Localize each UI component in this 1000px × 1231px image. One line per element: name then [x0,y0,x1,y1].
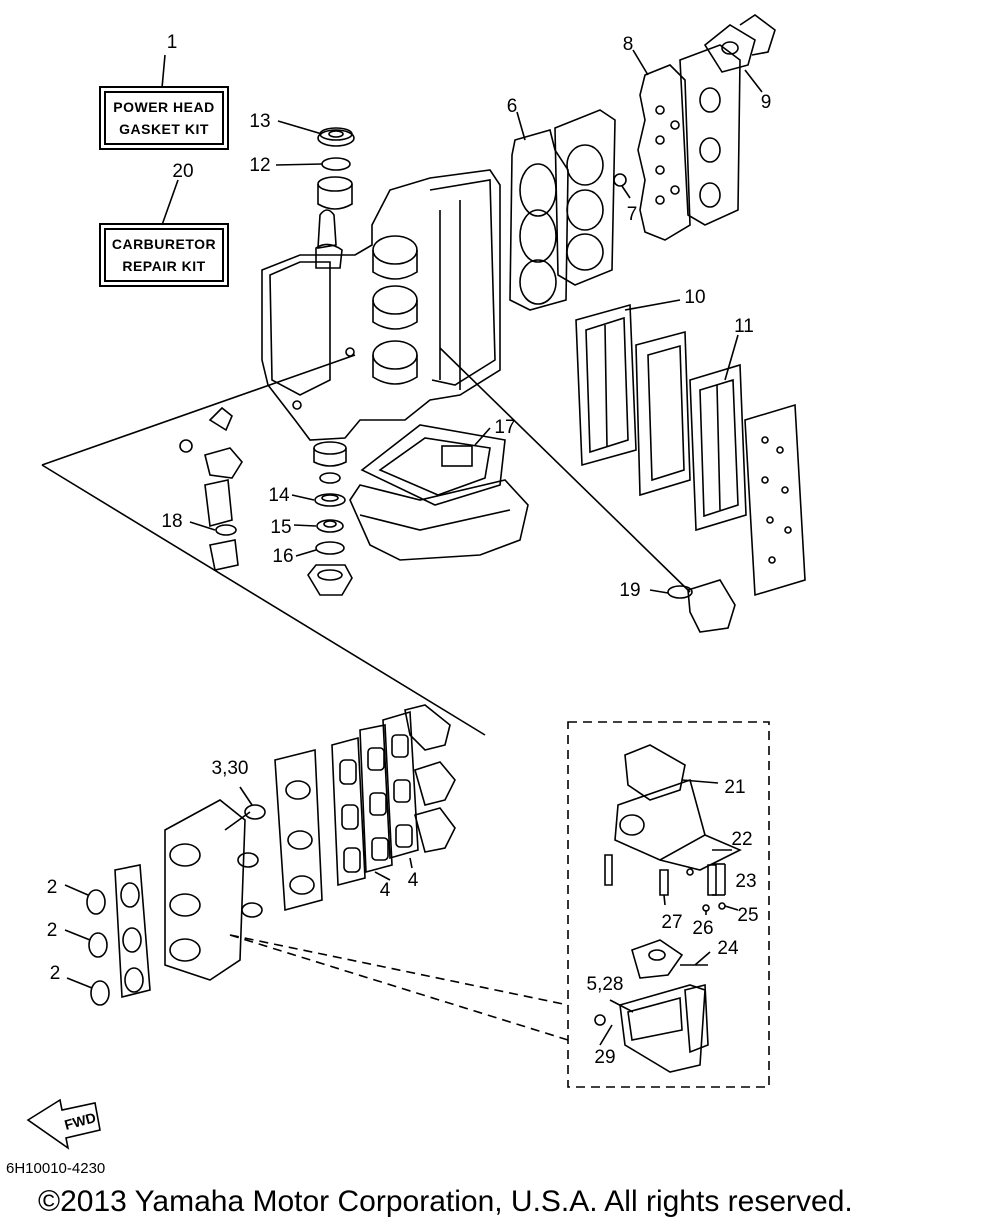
callout-14: 14 [268,485,290,506]
crankshaft-oil-seal [317,127,355,147]
lower-crank-bearing [313,441,347,467]
o-ring-2c [90,980,110,1006]
o-ring-3-30 [244,804,266,820]
callout-29: 29 [594,1047,615,1068]
callout-12: 12 [249,155,270,176]
o-ring-12 [321,157,351,171]
o-ring-2b [88,932,108,958]
kit-label-line2: REPAIR KIT [122,258,206,274]
callout-19: 19 [619,580,640,601]
upper-casing [349,479,529,561]
reed-valve-assembly [404,704,456,853]
head-cover [679,44,741,226]
fwd-label: FWD [63,1109,98,1133]
crankshaft-bearing [317,176,353,210]
carburetor-top [614,744,742,871]
reed-valve-gasket-b [359,724,393,874]
power-head-block [261,169,501,441]
callout-20: 20 [172,161,193,182]
float-chamber [594,983,709,1073]
copyright-notice: ©2013 Yamaha Motor Corporation, U.S.A. A… [38,1185,853,1218]
reed-valve-gasket-a [382,710,419,860]
callout-7: 7 [627,204,638,225]
oil-seal-housing [307,564,353,596]
forward-arrow-icon [26,1098,101,1150]
callout-6: 6 [507,96,518,117]
callout-27: 27 [661,912,682,933]
intake-gasket [331,736,366,887]
cylinder-head-gasket [509,129,569,311]
callout-17: 17 [494,417,515,438]
exhaust-outer-cover [744,403,806,597]
callout-26: 26 [692,918,713,939]
kit-label-line1: CARBURETOR [111,236,217,252]
fuel-pump [667,579,736,633]
oil-pressure-parts [179,406,243,571]
callout-5-28: 5,28 [587,974,624,995]
diagram-code: 6H10010-4230 [6,1160,106,1177]
callout-4b: 4 [408,870,419,891]
callout-10: 10 [684,287,705,308]
oil-seal-14 [314,493,346,507]
callout-4a: 4 [380,880,391,901]
callout-9: 9 [761,92,772,113]
upper-casing-gasket [360,424,506,506]
callout-8: 8 [623,34,634,55]
callout-2b: 2 [47,920,58,941]
callout-23: 23 [735,871,756,892]
thermostat-plug [613,173,627,187]
o-ring-16 [315,541,345,555]
o-ring-2a [86,889,106,915]
kit-label-line2: GASKET KIT [119,121,209,137]
callout-15: 15 [270,517,291,538]
callout-16: 16 [272,546,293,567]
silencer-gasket [114,864,151,999]
carburetor-detail-box [567,721,770,1088]
exhaust-inner-gasket [575,303,637,467]
intake-manifold [274,748,323,912]
power-head-gasket-kit-box: POWER HEAD GASKET KIT [99,86,229,150]
callout-1: 1 [167,32,178,53]
carburetor-bodies [164,799,246,981]
callout-2c: 2 [50,963,61,984]
exhaust-inner-cover [635,330,691,497]
carburetor-float [631,939,708,979]
callout-21: 21 [724,777,745,798]
callout-22: 22 [731,829,752,850]
oil-seal-15 [316,519,344,533]
exhaust-outer-gasket [689,363,747,532]
callout-13: 13 [249,111,270,132]
callout-11: 11 [734,316,754,337]
kit-label-line1: POWER HEAD [113,99,215,115]
callout-25: 25 [737,905,758,926]
carburetor-repair-kit-box: CARBURETOR REPAIR KIT [99,223,229,287]
thermostat-cover [703,14,776,73]
cylinder-head [554,109,616,286]
head-cover-gasket [637,64,691,241]
callout-2a: 2 [47,877,58,898]
callout-3-30: 3,30 [212,758,249,779]
callout-18: 18 [161,511,182,532]
callout-24: 24 [717,938,739,959]
